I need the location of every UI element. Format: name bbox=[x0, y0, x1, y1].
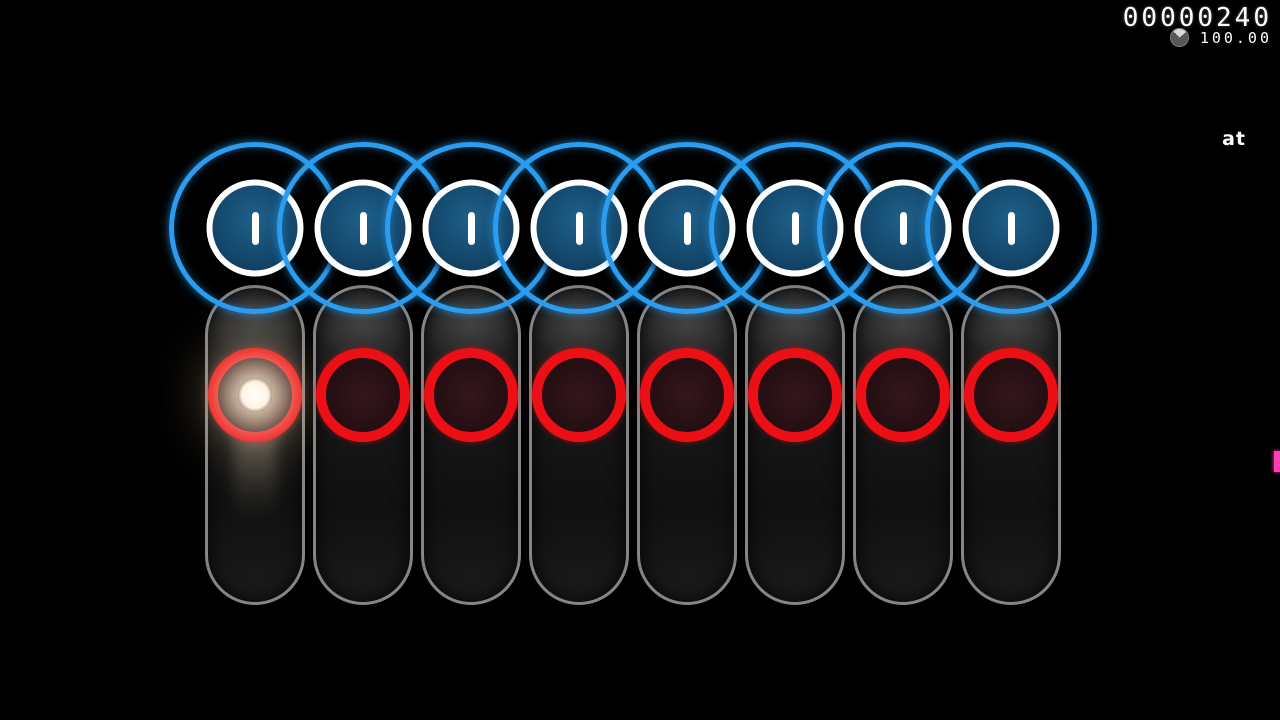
lane-column[interactable] bbox=[925, 140, 1097, 610]
accuracy-pie-icon bbox=[1169, 28, 1189, 47]
lane-column[interactable] bbox=[493, 140, 665, 610]
lane-capsule bbox=[961, 285, 1061, 605]
combo-number-glyph bbox=[899, 211, 907, 245]
receptor-ring[interactable] bbox=[856, 348, 950, 442]
combo-number-glyph bbox=[359, 211, 367, 245]
lane-capsule bbox=[205, 285, 305, 605]
mod-indicator: at bbox=[1222, 128, 1246, 150]
score-display: 00000240 bbox=[1122, 3, 1272, 33]
accuracy-display: 100.00 bbox=[1169, 28, 1272, 47]
combo-number-glyph bbox=[467, 211, 475, 245]
lane-capsule bbox=[637, 285, 737, 605]
combo-number-glyph bbox=[251, 211, 259, 245]
lane-capsule bbox=[529, 285, 629, 605]
receptor-ring[interactable] bbox=[424, 348, 518, 442]
combo-number-glyph bbox=[575, 211, 583, 245]
lane-capsule bbox=[313, 285, 413, 605]
receptor-ring[interactable] bbox=[316, 348, 410, 442]
lane-capsule bbox=[421, 285, 521, 605]
lane-column[interactable] bbox=[817, 140, 989, 610]
receptor-ring[interactable] bbox=[964, 348, 1058, 442]
combo-number-glyph bbox=[683, 211, 691, 245]
hit-circle[interactable] bbox=[962, 179, 1060, 277]
lane-capsule bbox=[853, 285, 953, 605]
receptor-ring[interactable] bbox=[532, 348, 626, 442]
receptor-ring[interactable] bbox=[208, 348, 302, 442]
receptor-ring[interactable] bbox=[640, 348, 734, 442]
approach-circle-icon bbox=[925, 142, 1097, 314]
combo-number-glyph bbox=[1007, 211, 1015, 245]
lane-capsule bbox=[745, 285, 845, 605]
lane-column[interactable] bbox=[601, 140, 773, 610]
accuracy-value: 100.00 bbox=[1199, 28, 1272, 47]
receptor-ring[interactable] bbox=[748, 348, 842, 442]
progress-marker bbox=[1274, 451, 1280, 472]
combo-number-glyph bbox=[791, 211, 799, 245]
